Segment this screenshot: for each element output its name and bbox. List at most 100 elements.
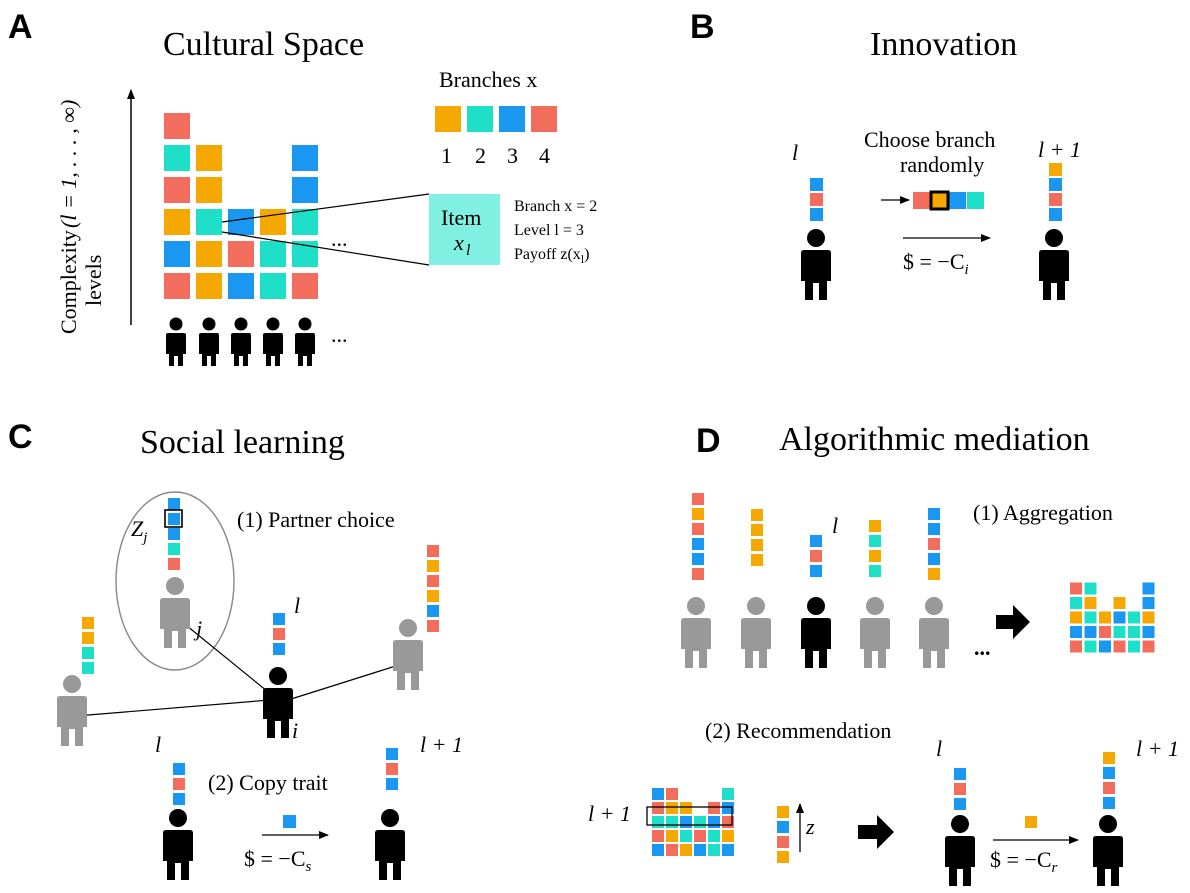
aggregation-arrow [996, 605, 1030, 639]
person-icon [393, 619, 423, 690]
trait-square [1049, 178, 1062, 191]
panel-c: C Social learning (1) Partner choice Zj … [8, 418, 463, 880]
trait-square [168, 558, 180, 570]
innovation-cost: $ = −Ci [903, 249, 969, 278]
label-l-agg: l [832, 513, 838, 538]
grid-cell [680, 844, 692, 856]
grid-cell [260, 209, 286, 235]
item-payoff: Payoff z(xl) [514, 246, 589, 266]
trait-square [928, 508, 940, 520]
grid-cell [708, 816, 720, 828]
j-label: j [193, 616, 202, 641]
item-level: Level l = 3 [514, 222, 584, 239]
label-l-copy: l [155, 732, 161, 757]
grid-cell [196, 145, 222, 171]
grid-cell [1084, 611, 1097, 624]
panel-a: A Cultural Space Complexity levels (l = … [8, 8, 597, 366]
trait-square [954, 783, 966, 795]
branch-square [931, 192, 948, 209]
person-icon [681, 597, 711, 668]
recommended-trait-square [1025, 816, 1037, 828]
grid-cell [228, 273, 254, 299]
grid-cell [1099, 640, 1111, 653]
trait-square [810, 193, 823, 206]
person-icon [199, 317, 219, 366]
copy-cost: $ = −Cs [244, 846, 312, 875]
grid-cell [164, 145, 190, 171]
person-icon [801, 597, 831, 668]
grid-cell [1113, 597, 1126, 609]
grid-cell [652, 802, 664, 814]
link-i-right [287, 663, 403, 701]
recommendation-label: (2) Recommendation [705, 718, 891, 743]
person-icon [57, 675, 87, 746]
i-label: i [292, 718, 298, 743]
trait-square [273, 643, 285, 655]
grid-cell [196, 177, 222, 203]
grid-cell [680, 830, 692, 842]
label-l-plus-1-result: l + 1 [1136, 736, 1179, 761]
branch-square [435, 106, 461, 132]
grid-cell [1113, 611, 1126, 624]
grid-cell [228, 209, 254, 235]
grid-cell [1099, 626, 1111, 638]
random-branch-row [913, 190, 984, 211]
trait-square [810, 535, 822, 547]
grid-cell [292, 273, 318, 299]
panel-d: D Algorithmic mediation (1) Aggregation … [588, 421, 1179, 886]
trait-square [82, 632, 94, 644]
grid-cell [1113, 626, 1126, 638]
grid-cell [1128, 611, 1140, 624]
trait-square [273, 613, 285, 625]
person-icon [163, 809, 193, 880]
grid-cell [1070, 640, 1082, 653]
grid-cell [292, 209, 318, 235]
grid-cell [722, 844, 734, 856]
payoff-sorted-stack [777, 806, 789, 863]
panel-b-title: Innovation [870, 26, 1017, 63]
branch-number-3: 3 [507, 143, 518, 168]
branch-square [913, 192, 930, 209]
person-icon [295, 317, 315, 366]
trait-square [928, 523, 940, 535]
grid-cell [666, 844, 678, 856]
recommendation-grid [652, 788, 734, 856]
branch-square [499, 106, 525, 132]
trait-square [168, 498, 180, 510]
panel-b: B Innovation l l + 1 Choose branch rando… [690, 8, 1081, 300]
grid-cell [164, 177, 190, 203]
z-label: Zj [131, 516, 147, 546]
grid-cell [652, 816, 664, 828]
label-l: l [792, 140, 798, 165]
network-people [57, 577, 423, 746]
item-box [429, 194, 500, 265]
trait-square [810, 178, 823, 191]
trait-stack-after [1049, 163, 1062, 221]
trait-square [777, 836, 789, 848]
branch-square [531, 106, 557, 132]
trait-square [168, 528, 180, 540]
grid-cell [666, 816, 678, 828]
trait-square [386, 778, 398, 790]
trait-square [928, 538, 940, 550]
branch-number-4: 4 [539, 143, 550, 168]
trait-square [386, 763, 398, 775]
social-trait-stacks [82, 498, 439, 828]
trait-square [777, 821, 789, 833]
trait-square [82, 617, 94, 629]
grid-cell [1113, 640, 1126, 653]
trait-square [954, 798, 966, 810]
trait-square [928, 568, 940, 580]
person-icon [945, 815, 975, 886]
panel-letter-a: A [8, 8, 33, 46]
grid-cell [196, 241, 222, 267]
grid-cell [722, 802, 734, 814]
trait-square [692, 538, 704, 550]
grid-cell [1070, 597, 1082, 609]
grid-cell [652, 788, 664, 800]
trait-square [954, 768, 966, 780]
grid-cell [292, 177, 318, 203]
trait-square [777, 806, 789, 818]
grid-cell [1084, 582, 1097, 595]
trait-square [810, 565, 822, 577]
